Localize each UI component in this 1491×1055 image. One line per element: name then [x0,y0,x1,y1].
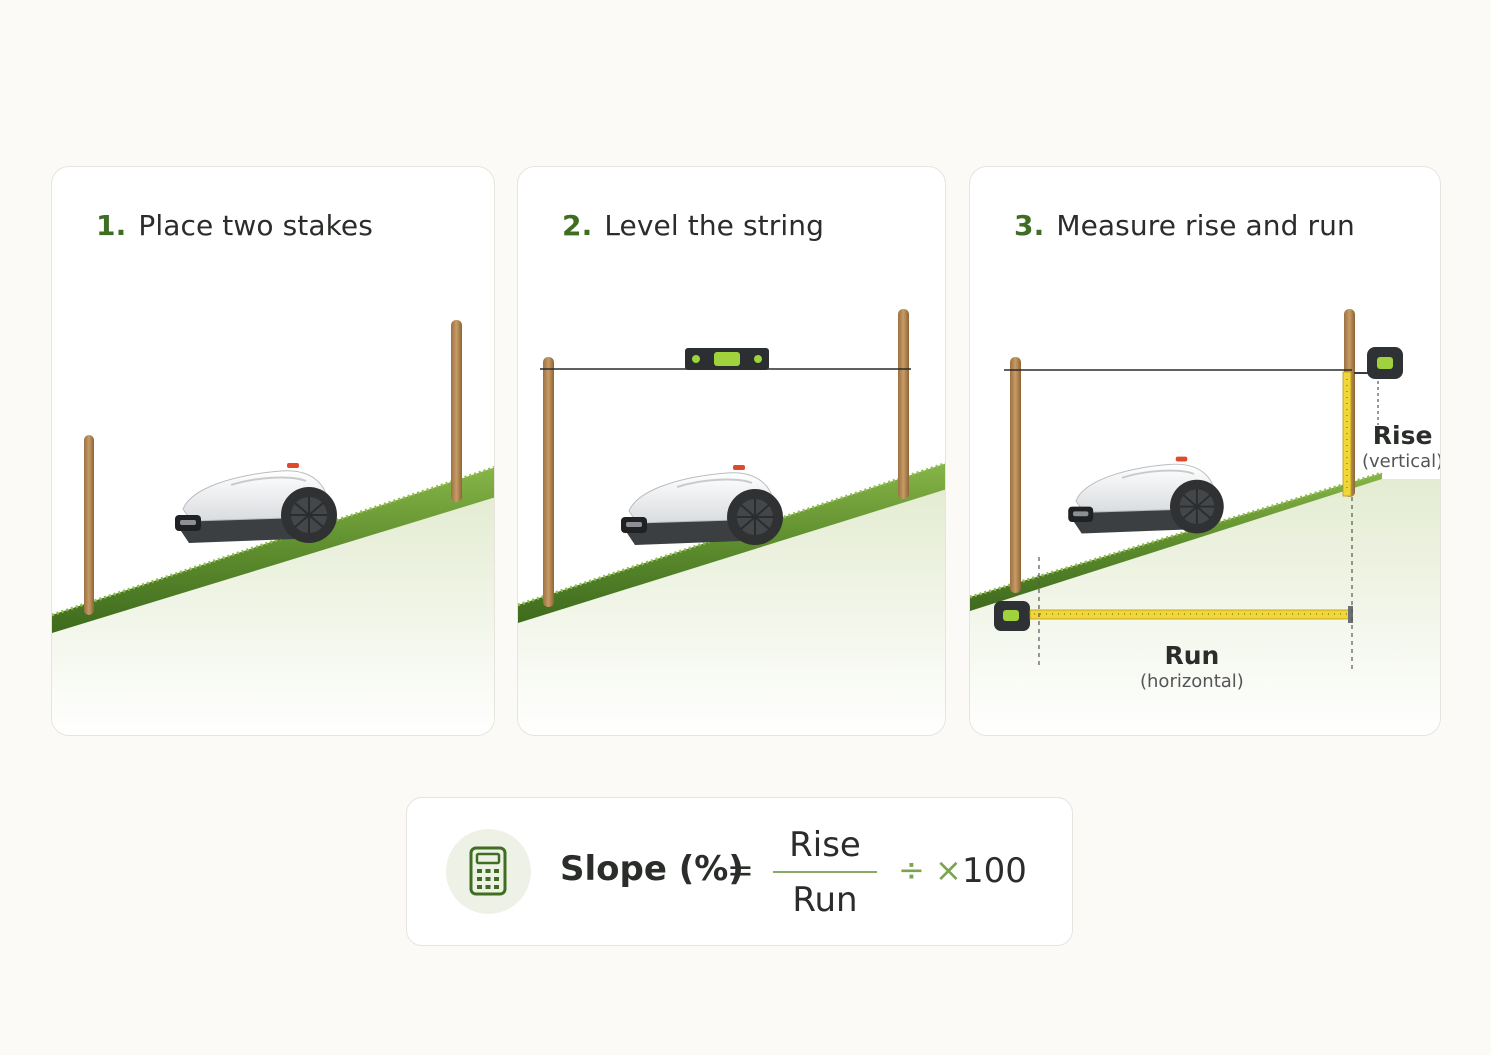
right-stake [451,320,462,502]
robot-mower-icon [1067,455,1225,535]
calculator-icon [469,846,507,896]
right-stake [898,309,909,499]
tape-measure-icon [994,601,1030,631]
calculator-badge [446,829,531,914]
run-label: Run (horizontal) [1140,641,1244,692]
robot-mower-icon [173,461,339,545]
formula-multiplier: 100 [962,851,1027,891]
formula-equals: = [727,851,754,889]
formula-numerator: Rise [789,825,861,865]
formula-operators: ÷ × [898,851,962,889]
step-panel-3: 3.Measure rise and run Rise (vertical) R… [969,166,1441,736]
tape-measure-icon [1354,347,1403,379]
step-panel-2: 2.Level the string [517,166,946,736]
rise-label: Rise (vertical) [1362,421,1441,472]
step-2-title: 2.Level the string [562,209,824,242]
fraction-bar [773,871,877,873]
robot-mower-icon [619,463,785,547]
grass-slope [518,463,945,623]
formula-denominator: Run [792,880,858,920]
formula-lhs: Slope (%) [560,849,744,889]
grass-slope [52,467,494,633]
left-stake [1010,357,1021,593]
left-stake [84,435,94,615]
step-2-illustration [518,309,945,735]
step-3-title: 3.Measure rise and run [1014,209,1355,242]
step-3-illustration [970,309,1440,735]
grass-slope [970,473,1382,611]
left-stake [543,357,554,607]
step-1-title: 1.Place two stakes [96,209,373,242]
slope-formula-box: Slope (%) = Rise Run ÷ × 100 [406,797,1073,946]
spirit-level-icon [685,348,769,370]
step-1-illustration [52,320,494,735]
step-panel-1: 1.Place two stakes [51,166,495,736]
